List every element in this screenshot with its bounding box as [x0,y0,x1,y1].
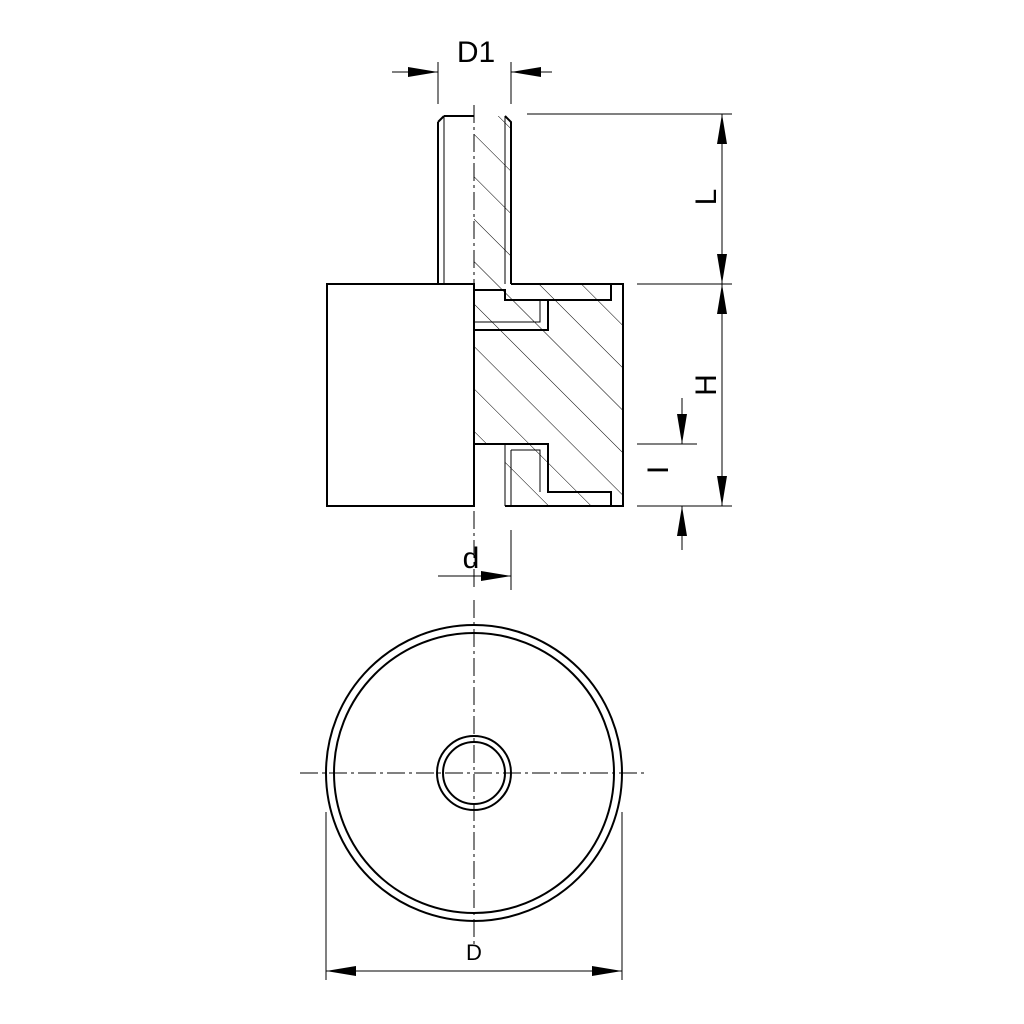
stud-outline-left [437,115,474,284]
hatched-section [474,115,624,507]
dimension-i: I [637,398,697,550]
label-d1: D1 [457,36,495,69]
body-outline-left [326,283,475,507]
dimension-d1: D1 [392,36,552,104]
label-l: L [690,189,723,206]
label-big-d: D [466,940,482,965]
dimension-l: L [527,113,732,284]
top-view: D [300,600,648,980]
side-section-view: D1 L H I [326,36,732,590]
label-i: I [642,466,675,474]
dimension-big-d: D [325,812,623,980]
dimension-d: d [438,530,512,590]
dimension-h: H [637,283,732,507]
label-h: H [690,374,723,396]
label-d: d [463,542,480,575]
